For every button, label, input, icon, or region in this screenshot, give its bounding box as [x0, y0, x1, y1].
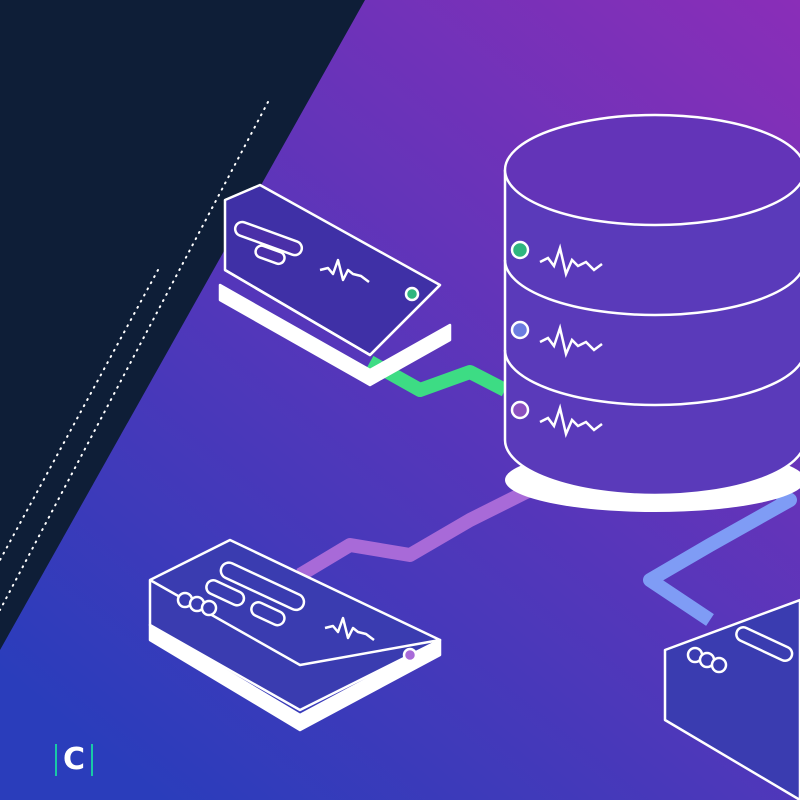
server-device — [218, 183, 452, 387]
waveform-icon — [539, 323, 603, 359]
waveform-icon — [324, 616, 375, 641]
logo-bar-right — [91, 744, 94, 776]
green-link — [366, 355, 509, 397]
server-device — [148, 538, 442, 732]
waveform-icon — [539, 403, 603, 439]
logo-bar-left — [54, 744, 57, 776]
status-indicator-icon — [510, 320, 530, 340]
logo-letter: C — [62, 742, 86, 777]
dotted-line — [0, 101, 269, 611]
status-indicator-icon — [510, 400, 530, 420]
purple-link — [296, 478, 544, 582]
brand-logo: C — [48, 742, 100, 778]
server-device — [663, 598, 800, 800]
dotted-line — [0, 269, 159, 561]
status-indicator-icon — [510, 240, 530, 260]
dark-panel — [0, 0, 365, 650]
waveform-icon — [319, 258, 370, 283]
database-cylinder — [503, 113, 800, 512]
waveform-icon — [539, 243, 603, 279]
